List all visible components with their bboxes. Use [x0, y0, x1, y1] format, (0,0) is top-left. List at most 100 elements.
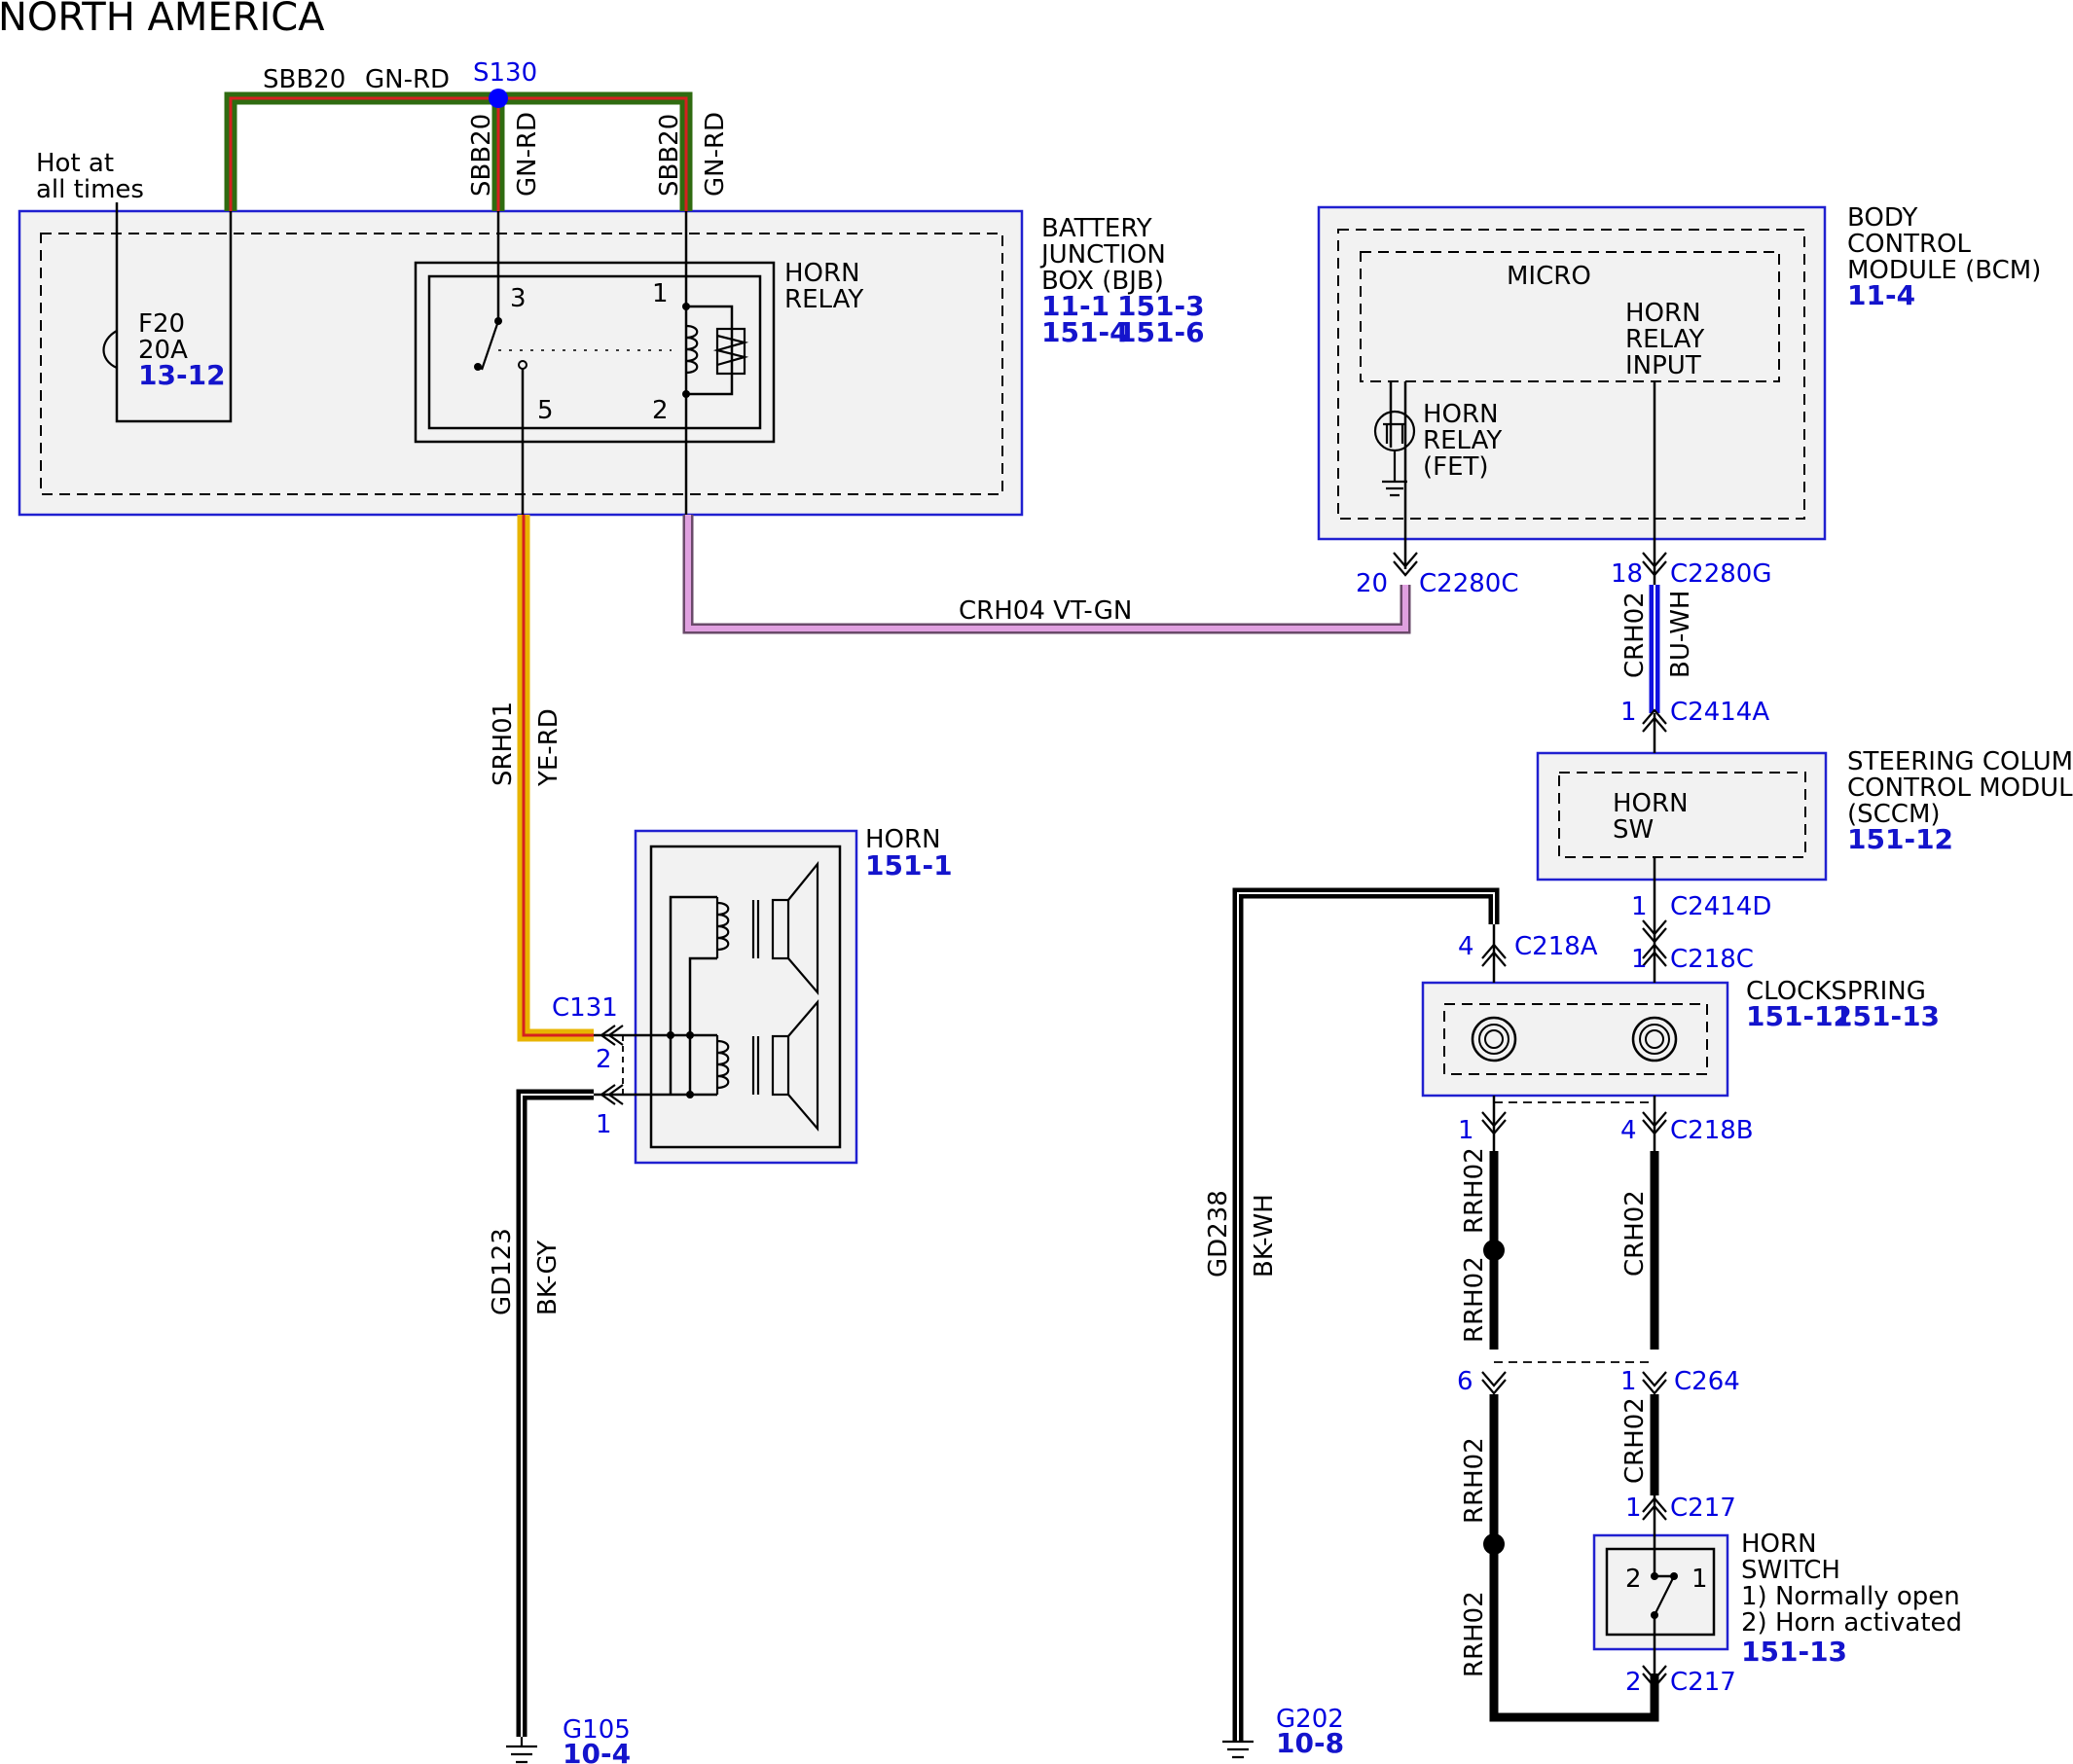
wire-gd238-bk-wh	[1232, 887, 1500, 1742]
c2280g-label: C2280G	[1670, 559, 1771, 589]
crh02-label-2: CRH02	[1620, 1397, 1650, 1484]
horn-switch-label-1: HORN	[1741, 1530, 1817, 1559]
horn-switch-note-2: 2) Horn activated	[1741, 1608, 1962, 1638]
fet-label-2: RELAY	[1423, 426, 1502, 455]
c218a-pin: 4	[1458, 932, 1474, 961]
wire-sbb20-gn-rd	[224, 91, 693, 211]
horn-switch	[1592, 1533, 1729, 1651]
srh01-circuit: SRH01	[489, 702, 518, 786]
hot-at-label-2: all times	[36, 175, 144, 204]
c131-pin-1: 1	[596, 1110, 612, 1139]
horn-speaker-lower-icon	[715, 999, 819, 1132]
bjb-label-2: JUNCTION	[1039, 240, 1166, 270]
sccm-label-3: (SCCM)	[1847, 800, 1941, 829]
bjb-label-3: BOX (BJB)	[1041, 267, 1164, 296]
sccm-inner-2: SW	[1613, 815, 1654, 845]
ground-g105-label: G105	[563, 1715, 631, 1745]
rrh02-label-3: RRH02	[1460, 1437, 1489, 1524]
horn-ref: 151-1	[865, 849, 953, 882]
horn-relay-label-2: RELAY	[784, 285, 863, 314]
rrh02-label-2: RRH02	[1460, 1256, 1489, 1343]
wire-gd123-bk-gy	[516, 1089, 594, 1737]
gd123-color: BK-GY	[533, 1241, 563, 1315]
c217-bottom-pin: 2	[1625, 1668, 1642, 1697]
horn-speaker-upper-icon	[715, 860, 819, 995]
c131-pin-2: 2	[596, 1045, 612, 1074]
splice-s130-label: S130	[473, 58, 537, 88]
bjb-ref-2: 151-3	[1117, 290, 1205, 322]
relay-input-label-3: INPUT	[1625, 351, 1701, 380]
ground-g202-label: G202	[1276, 1705, 1344, 1734]
page-title: NORTH AMERICA	[0, 0, 325, 40]
horn-switch-label-2: SWITCH	[1741, 1556, 1840, 1585]
bjb-ref-3: 151-4	[1041, 316, 1129, 348]
c217-bottom-label: C217	[1670, 1668, 1736, 1697]
c264-label: C264	[1674, 1367, 1740, 1396]
crh04-label: CRH04 VT-GN	[959, 596, 1132, 626]
c217-top-pin: 1	[1625, 1494, 1642, 1523]
c218a-label: C218A	[1514, 932, 1598, 961]
sccm-inner-1: HORN	[1613, 789, 1689, 818]
wire-srh01-ye-rd	[517, 515, 594, 1042]
relay-pin-2: 2	[652, 396, 669, 425]
relay-input-label-1: HORN	[1625, 299, 1701, 328]
ground-g202-icon	[1222, 1740, 1254, 1759]
splice-dot-lower	[1483, 1533, 1505, 1555]
top-wire-color: GN-RD	[365, 65, 450, 94]
bjb-ref-4: 151-6	[1117, 316, 1205, 348]
ground-g105-icon	[506, 1737, 537, 1764]
fet-label-3: (FET)	[1423, 452, 1489, 482]
gd238-circuit: GD238	[1204, 1190, 1233, 1278]
gd123-circuit: GD123	[488, 1228, 517, 1315]
bcm-micro-label: MICRO	[1507, 262, 1591, 291]
c264-pin-right: 1	[1620, 1367, 1637, 1396]
horn-label: HORN	[865, 825, 941, 854]
c218b-pin-left: 1	[1458, 1116, 1474, 1145]
c218c-pin: 1	[1631, 945, 1648, 974]
steering-column-control-module	[1536, 751, 1828, 882]
relay-pin-3: 3	[510, 284, 527, 313]
clockspring-ref-1: 151-12	[1746, 1000, 1852, 1032]
pin1-wire-color: GN-RD	[701, 112, 730, 197]
fuse-name: F20	[138, 309, 185, 339]
bjb-internal-wiring	[115, 202, 734, 515]
horn-relay-label-1: HORN	[784, 259, 860, 288]
srh01-color: YE-RD	[534, 708, 564, 787]
top-wire-circuit: SBB20	[263, 65, 346, 94]
clockspring-coil-left	[1471, 1016, 1517, 1062]
c2414d-label: C2414D	[1670, 892, 1771, 921]
bcm-ref: 11-4	[1847, 279, 1915, 311]
c218b-pin-right: 4	[1620, 1116, 1637, 1145]
c264-pin-left: 6	[1457, 1367, 1473, 1396]
sccm-clockspring-wiring	[1471, 713, 1678, 1363]
horn-assembly	[634, 829, 858, 1165]
sccm-ref: 151-12	[1847, 823, 1953, 855]
clockspring-coil-right	[1631, 1016, 1678, 1062]
c217-top-label: C217	[1670, 1494, 1736, 1523]
fet-label-1: HORN	[1423, 400, 1499, 429]
relay-coil-symbol	[682, 303, 749, 398]
fuse-rating: 20A	[138, 336, 188, 365]
c2280g-pin: 18	[1611, 559, 1643, 589]
horn-switch-pin-1: 1	[1691, 1565, 1708, 1594]
splice-s130-dot	[489, 89, 508, 108]
connector-symbols	[600, 552, 1667, 1689]
horn-switch-note-1: 1) Normally open	[1741, 1582, 1960, 1611]
ground-g105-ref: 10-4	[563, 1738, 631, 1764]
crh02-top-color: BU-WH	[1666, 591, 1695, 678]
horn-switch-wiring	[1651, 1495, 1678, 1674]
rrh02-label-1: RRH02	[1460, 1147, 1489, 1234]
c2414a-pin: 1	[1620, 698, 1637, 727]
crh02-top-circuit: CRH02	[1620, 592, 1650, 678]
body-control-module	[1317, 205, 1827, 541]
c2280c-pin: 20	[1356, 569, 1388, 598]
bcm-label-1: BODY	[1847, 203, 1917, 233]
wire-crh04-vt-gn	[682, 515, 1411, 634]
bjb-label-1: BATTERY	[1041, 214, 1152, 243]
sccm-label-1: STEERING COLUMN	[1847, 747, 2073, 776]
pin3-wire-circuit: SBB20	[467, 114, 496, 197]
horn-switch-pin-2: 2	[1625, 1565, 1642, 1594]
c2414a-label: C2414A	[1670, 698, 1769, 727]
fuse-symbol	[102, 330, 118, 370]
